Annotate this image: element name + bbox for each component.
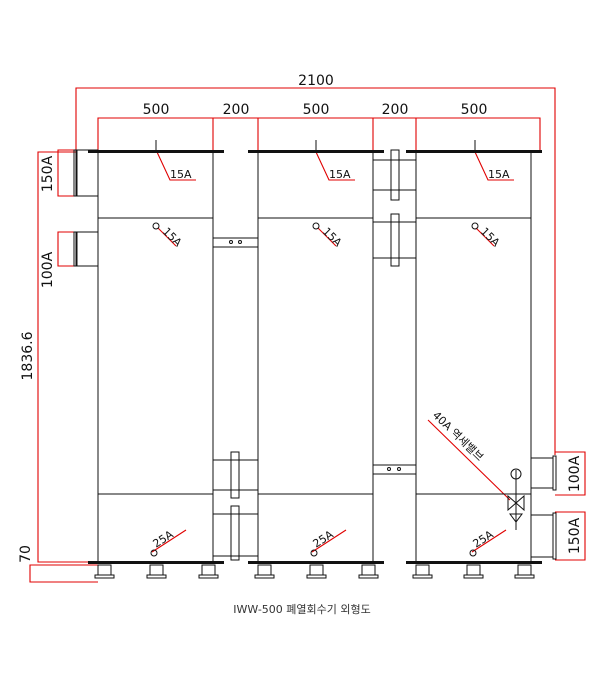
tank-2	[248, 140, 384, 579]
callout-side-1: 15A	[160, 225, 185, 250]
tank-1	[73, 140, 224, 579]
callout-labels: 15A 15A 15A 15A 15A 15A 25A 25A 25A 40A …	[151, 168, 510, 551]
dim-gap2: 200	[382, 102, 409, 118]
callout-drain-3: 25A	[471, 528, 497, 551]
dim-tank1-width: 500	[143, 102, 170, 118]
dim-height: 1836.6	[20, 331, 36, 380]
dimension-lines	[29, 87, 586, 583]
dim-overall-width: 2100	[298, 73, 334, 89]
dim-gap1: 200	[223, 102, 250, 118]
callout-vent-1: 15A	[170, 168, 192, 181]
dim-tank2-width: 500	[303, 102, 330, 118]
dim-tank3-width: 500	[461, 102, 488, 118]
callout-drain-1: 25A	[151, 528, 177, 551]
callout-side-2: 15A	[320, 225, 345, 250]
callout-vent-3: 15A	[488, 168, 510, 181]
dim-nozzle-upper: 100A	[40, 251, 56, 288]
callout-vent-2: 15A	[329, 168, 351, 181]
tank-3	[406, 140, 557, 579]
dimension-labels: 2100 500 200 500 200 500 1836.6 70 150A …	[18, 73, 583, 563]
interconnect-pipes	[212, 149, 417, 561]
callout-side-3: 15A	[478, 225, 503, 250]
dim-nozzle-top: 150A	[40, 155, 56, 192]
callout-drain-2: 25A	[311, 528, 337, 551]
callout-valve: 40A 역세밸브	[430, 409, 486, 464]
dim-nozzle-right-bottom: 150A	[567, 517, 583, 554]
dim-nozzle-right-lower: 100A	[567, 455, 583, 492]
dim-base: 70	[18, 545, 34, 563]
drawing-caption: IWW-500 폐열회수기 외형도	[233, 603, 370, 616]
